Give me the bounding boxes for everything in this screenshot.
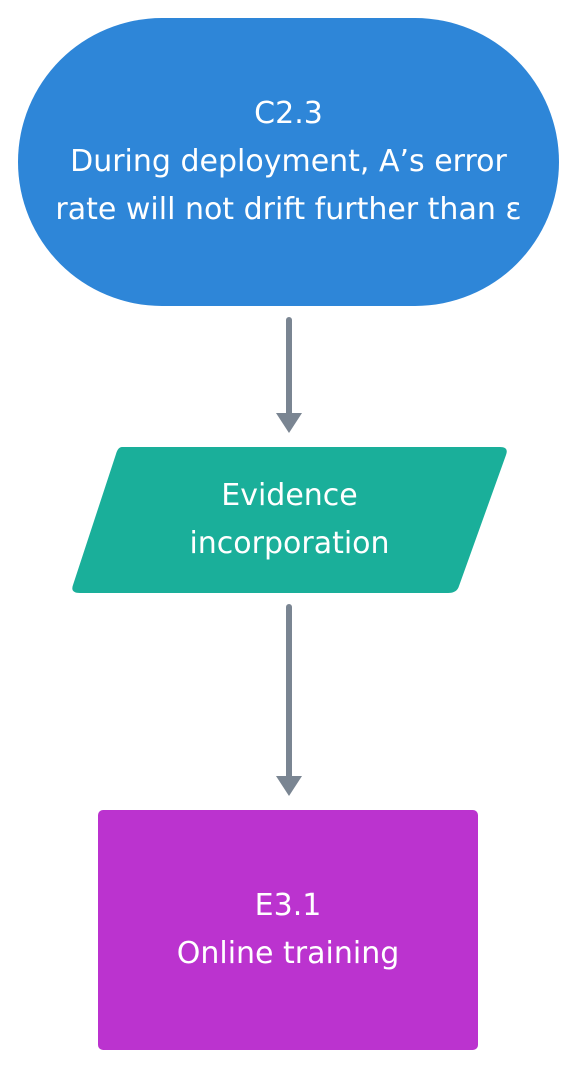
claim-text-line-2: rate will not drift further than ε — [55, 192, 522, 227]
strategy-node-evidence-incorporation: Evidence incorporation — [72, 447, 507, 593]
claim-id: C2.3 — [254, 96, 323, 131]
strategy-text-line-2: incorporation — [189, 526, 390, 561]
evidence-id: E3.1 — [254, 888, 322, 923]
claim-node-c2-3: C2.3 During deployment, A’s error rate w… — [18, 18, 559, 306]
arrow-claim-to-strategy — [276, 317, 302, 433]
evidence-text: Online training — [176, 936, 400, 971]
claim-text-line-1: During deployment, A’s error — [70, 144, 507, 179]
strategy-text-line-1: Evidence — [221, 478, 358, 513]
parallelogram-shape — [72, 447, 507, 593]
evidence-node-e3-1: E3.1 Online training — [98, 810, 478, 1050]
arrow-strategy-to-evidence — [276, 604, 302, 796]
